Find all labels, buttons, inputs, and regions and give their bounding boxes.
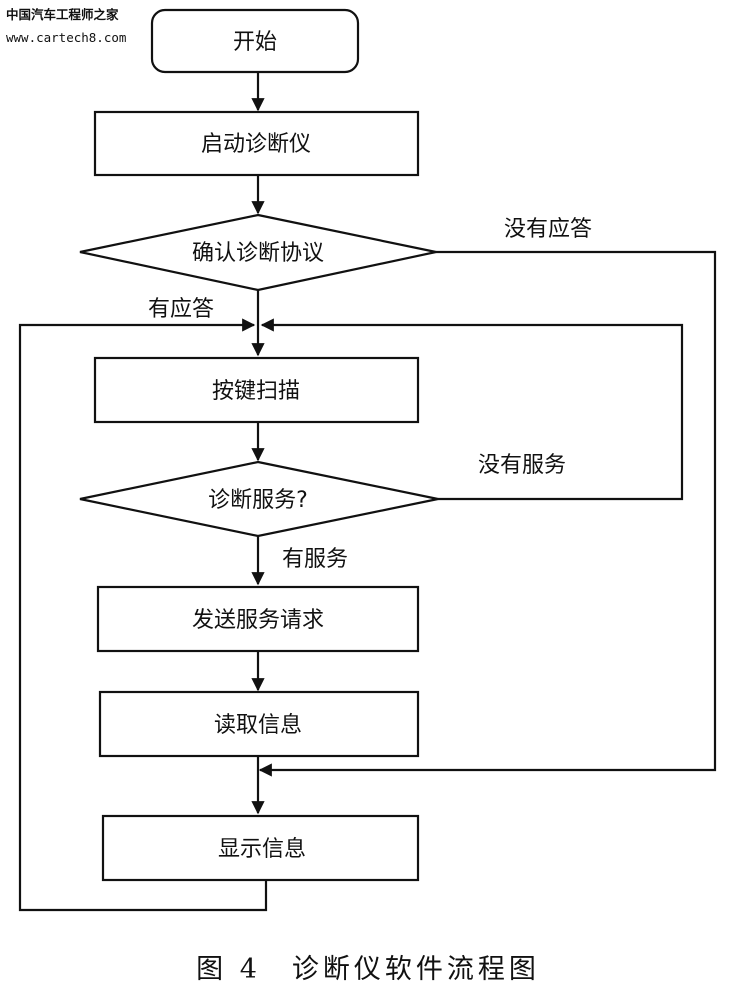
no-service-label: 没有服务: [478, 453, 566, 478]
edge-no-service: [260, 318, 684, 501]
read-info-node: [98, 690, 420, 758]
key-scan-node-label: 按键扫描: [212, 379, 300, 404]
launch-node-label: 启动诊断仪: [201, 132, 311, 157]
figure-caption: 图 4 诊断仪软件流程图: [196, 954, 540, 985]
watermark-title: 中国汽车工程师之家: [6, 7, 119, 22]
start-node-label: 开始: [233, 30, 277, 55]
show-info-node-label: 显示信息: [218, 837, 306, 862]
key-scan-node: [93, 356, 420, 424]
has-service-label: 有服务: [282, 547, 348, 572]
no-response-label: 没有应答: [504, 217, 592, 242]
has-response-label: 有应答: [148, 297, 214, 322]
confirm-protocol-label: 确认诊断协议: [192, 241, 324, 266]
show-info-node: [101, 814, 420, 882]
diag-service-label: 诊断服务?: [208, 488, 308, 513]
send-request-node-label: 发送服务请求: [192, 608, 324, 633]
launch-node: [93, 110, 420, 177]
start-node: [150, 8, 360, 74]
send-request-node: [96, 585, 420, 653]
read-info-node-label: 读取信息: [214, 713, 302, 738]
edge-no-response: [258, 250, 717, 777]
watermark-url: www.cartech8.com: [6, 30, 126, 45]
edge-loop-back: [18, 318, 268, 912]
